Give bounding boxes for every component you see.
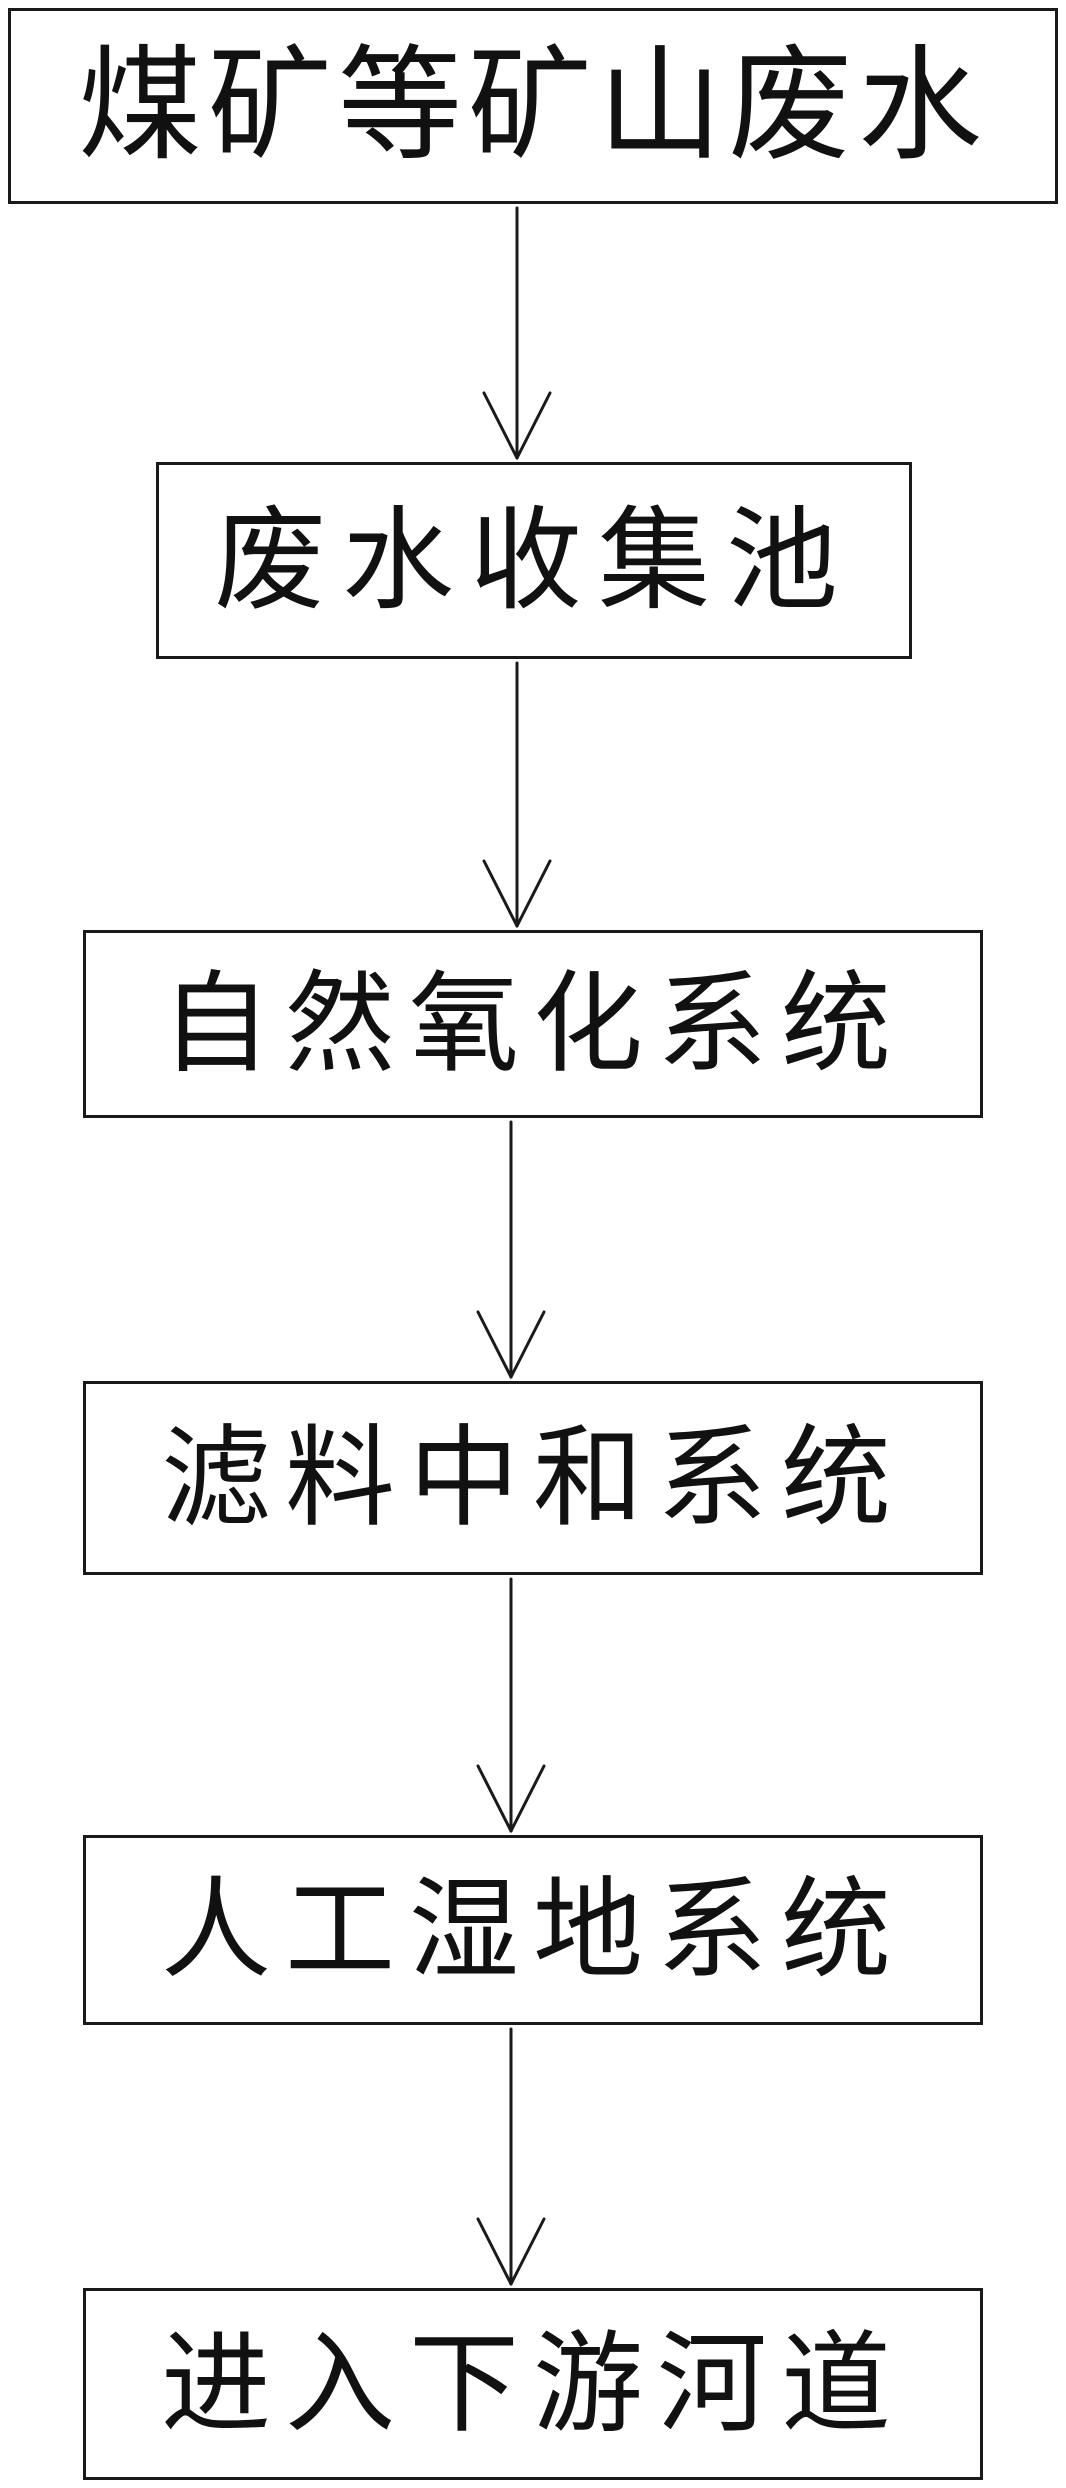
- node-mine-wastewater: 煤矿等矿山废水: [8, 8, 1058, 204]
- node-constructed-wetland-system: 人工湿地系统: [83, 1835, 983, 2025]
- arrow-constructed-wetland-system-to-downstream-river: [476, 2027, 546, 2286]
- arrow-natural-oxidation-system-to-filter-neutralization-system: [476, 1120, 546, 1379]
- arrow-mine-wastewater-to-wastewater-collection-tank: [482, 206, 552, 460]
- arrow-filter-neutralization-system-to-constructed-wetland-system: [476, 1577, 546, 1833]
- node-label: 滤料中和系统: [161, 1414, 905, 1542]
- node-label: 废水收集池: [214, 495, 854, 626]
- node-wastewater-collection-tank: 废水收集池: [156, 462, 912, 659]
- node-label: 进入下游河道: [161, 2320, 905, 2448]
- node-label: 煤矿等矿山废水: [77, 34, 988, 178]
- node-natural-oxidation-system: 自然氧化系统: [83, 930, 983, 1118]
- node-filter-neutralization-system: 滤料中和系统: [83, 1381, 983, 1575]
- node-label: 自然氧化系统: [161, 960, 905, 1088]
- node-label: 人工湿地系统: [161, 1866, 905, 1994]
- arrow-wastewater-collection-tank-to-natural-oxidation-system: [482, 661, 552, 928]
- node-downstream-river: 进入下游河道: [83, 2288, 983, 2480]
